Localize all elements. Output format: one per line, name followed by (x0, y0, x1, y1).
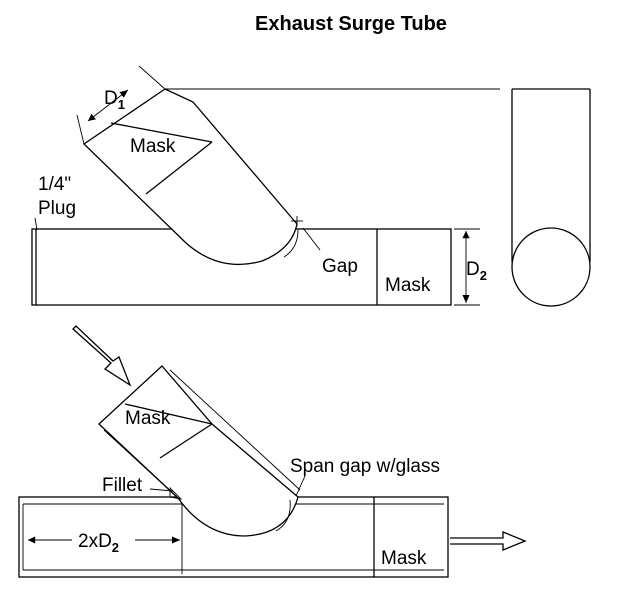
plug-label-line2: Plug (38, 198, 76, 219)
bottom-tube-mask-label: Mask (381, 548, 427, 569)
span-gap-label: Span gap w/glass (290, 456, 440, 477)
two-d2-label: 2xD2 (78, 531, 119, 555)
bottom-branch-tube (98, 365, 306, 537)
inlet-arrow (72, 325, 132, 387)
end-view (511, 88, 591, 307)
d1-label: D1 (104, 88, 125, 112)
plug-label-line1: 1/4" (38, 174, 71, 195)
bottom-branch-mask-label: Mask (125, 408, 171, 429)
gap-label: Gap (322, 256, 358, 277)
two-d2-dimension (28, 504, 183, 574)
d2-label: D2 (466, 259, 487, 283)
outlet-arrow (450, 531, 527, 551)
fillet-label: Fillet (102, 475, 143, 496)
diagram-title: Exhaust Surge Tube (255, 13, 447, 35)
d2-dimension (454, 228, 480, 306)
top-branch-mask-label: Mask (130, 136, 176, 157)
top-tube-mask-label: Mask (385, 275, 431, 296)
top-branch-tube (34, 65, 500, 266)
